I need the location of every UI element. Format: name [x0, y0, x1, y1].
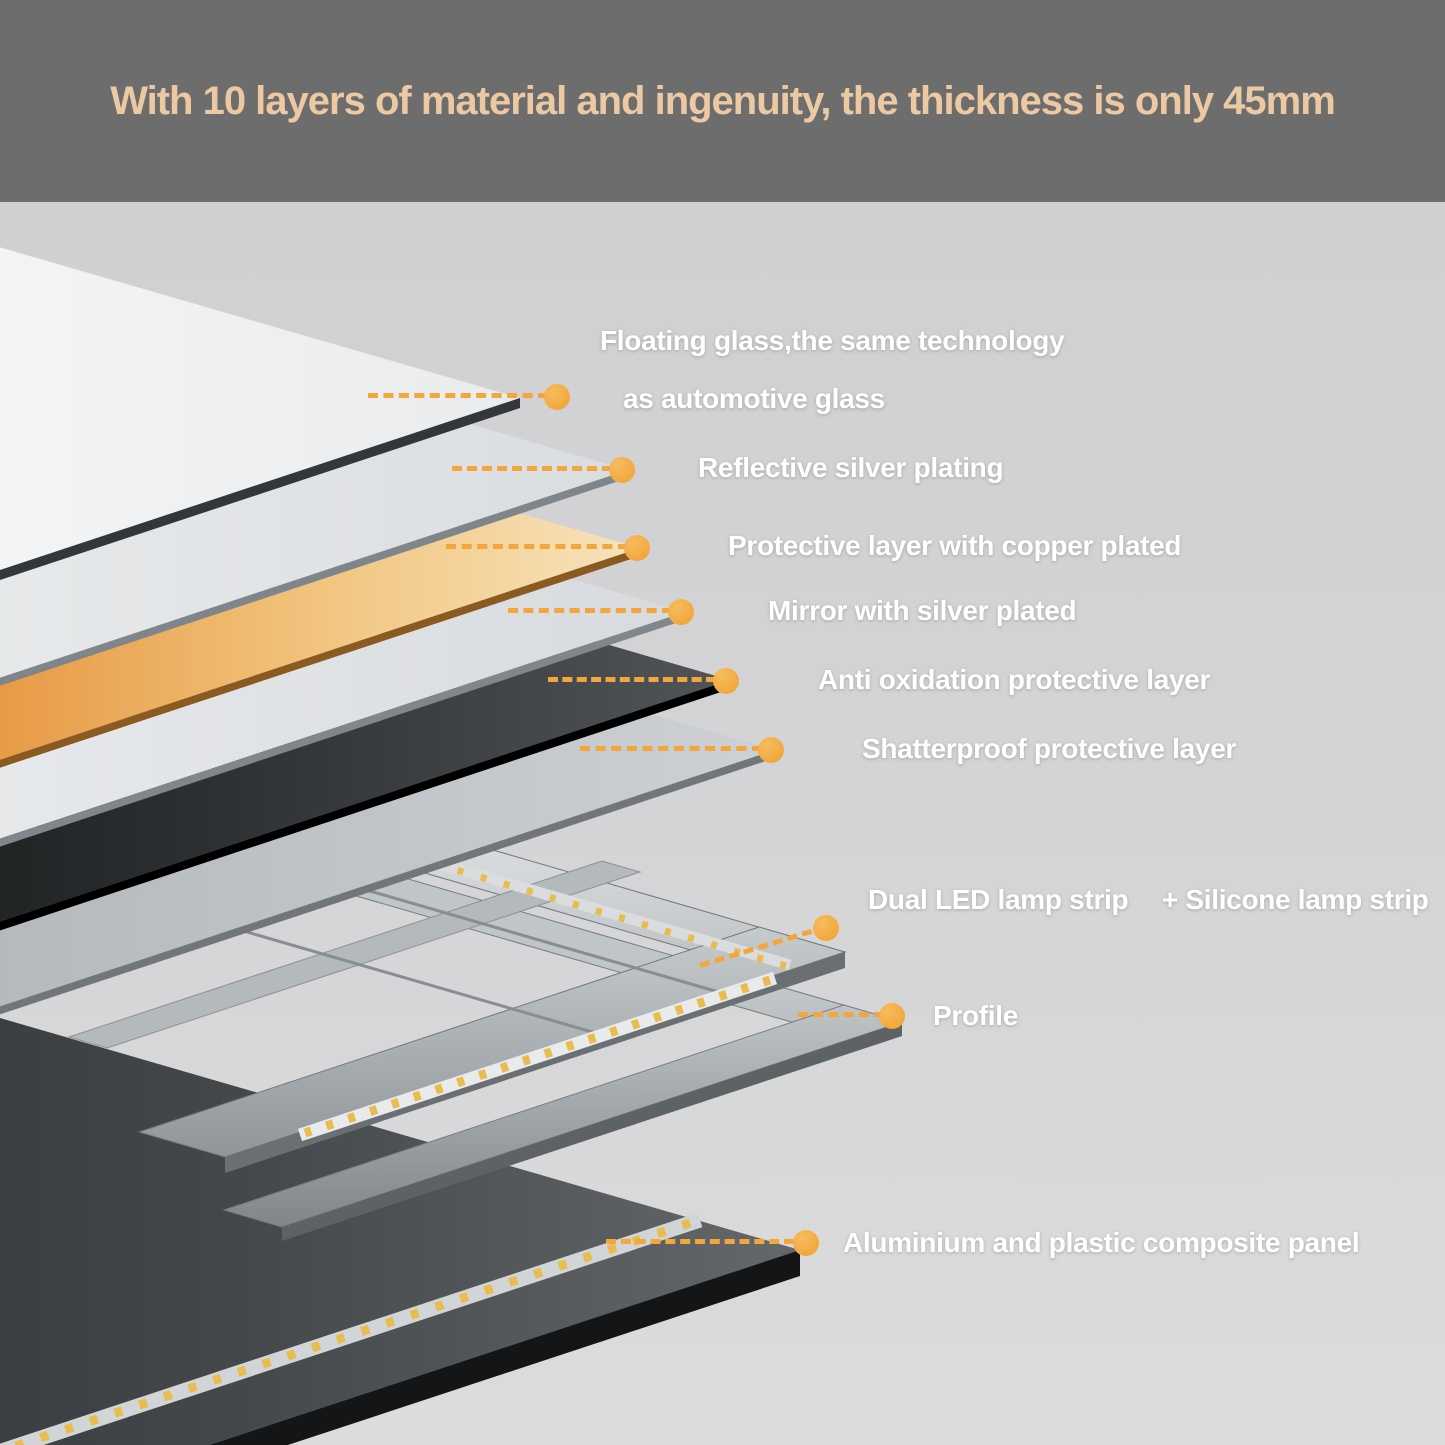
leader-line-profile: [798, 1012, 884, 1017]
annotation-profile: Profile: [933, 1000, 1019, 1031]
layer-floating-glass: [0, 247, 520, 580]
annotation-anti-oxidation: Anti oxidation protective layer: [818, 664, 1211, 695]
leader-line-reflective-silver: [452, 466, 612, 471]
leader-line-mirror: [508, 608, 672, 613]
annotation-led-strip: Dual LED lamp strip + Silicone lamp stri…: [868, 884, 1429, 916]
annotation-composite-panel: Aluminium and plastic composite panel: [843, 1227, 1360, 1258]
annotation-floating-glass-line2: as automotive glass: [623, 383, 885, 414]
leader-dot-composite-panel: [793, 1230, 819, 1256]
leader-dot-copper: [624, 535, 650, 561]
leader-dot-shatterproof: [758, 737, 784, 763]
leader-dot-anti-oxidation: [713, 668, 739, 694]
annotation-floating-glass: Floating glass,the same technology as au…: [600, 325, 1065, 415]
header-banner: With 10 layers of material and ingenuity…: [0, 0, 1445, 202]
leader-dot-floating-glass: [544, 384, 570, 410]
leader-line-floating-glass: [368, 393, 548, 398]
annotation-led-strip-main: Dual LED lamp strip: [868, 884, 1129, 915]
leader-line-shatterproof: [580, 746, 762, 751]
annotation-led-strip-extra: + Silicone lamp strip: [1161, 884, 1429, 915]
leader-dot-profile: [879, 1003, 905, 1029]
annotation-shatterproof: Shatterproof protective layer: [862, 733, 1237, 764]
annotation-reflective-silver: Reflective silver plating: [698, 452, 1004, 483]
page-title: With 10 layers of material and ingenuity…: [110, 78, 1336, 123]
leader-dot-mirror: [668, 599, 694, 625]
leader-line-copper: [446, 544, 628, 549]
leader-line-composite-panel: [606, 1239, 794, 1244]
leader-dot-reflective-silver: [609, 457, 635, 483]
leader-line-anti-oxidation: [548, 677, 716, 682]
annotation-mirror-silver: Mirror with silver plated: [768, 595, 1077, 626]
annotation-copper-protective: Protective layer with copper plated: [728, 530, 1182, 561]
annotation-floating-glass-line1: Floating glass,the same technology: [600, 325, 1065, 356]
leader-dot-led-strip: [813, 915, 839, 941]
